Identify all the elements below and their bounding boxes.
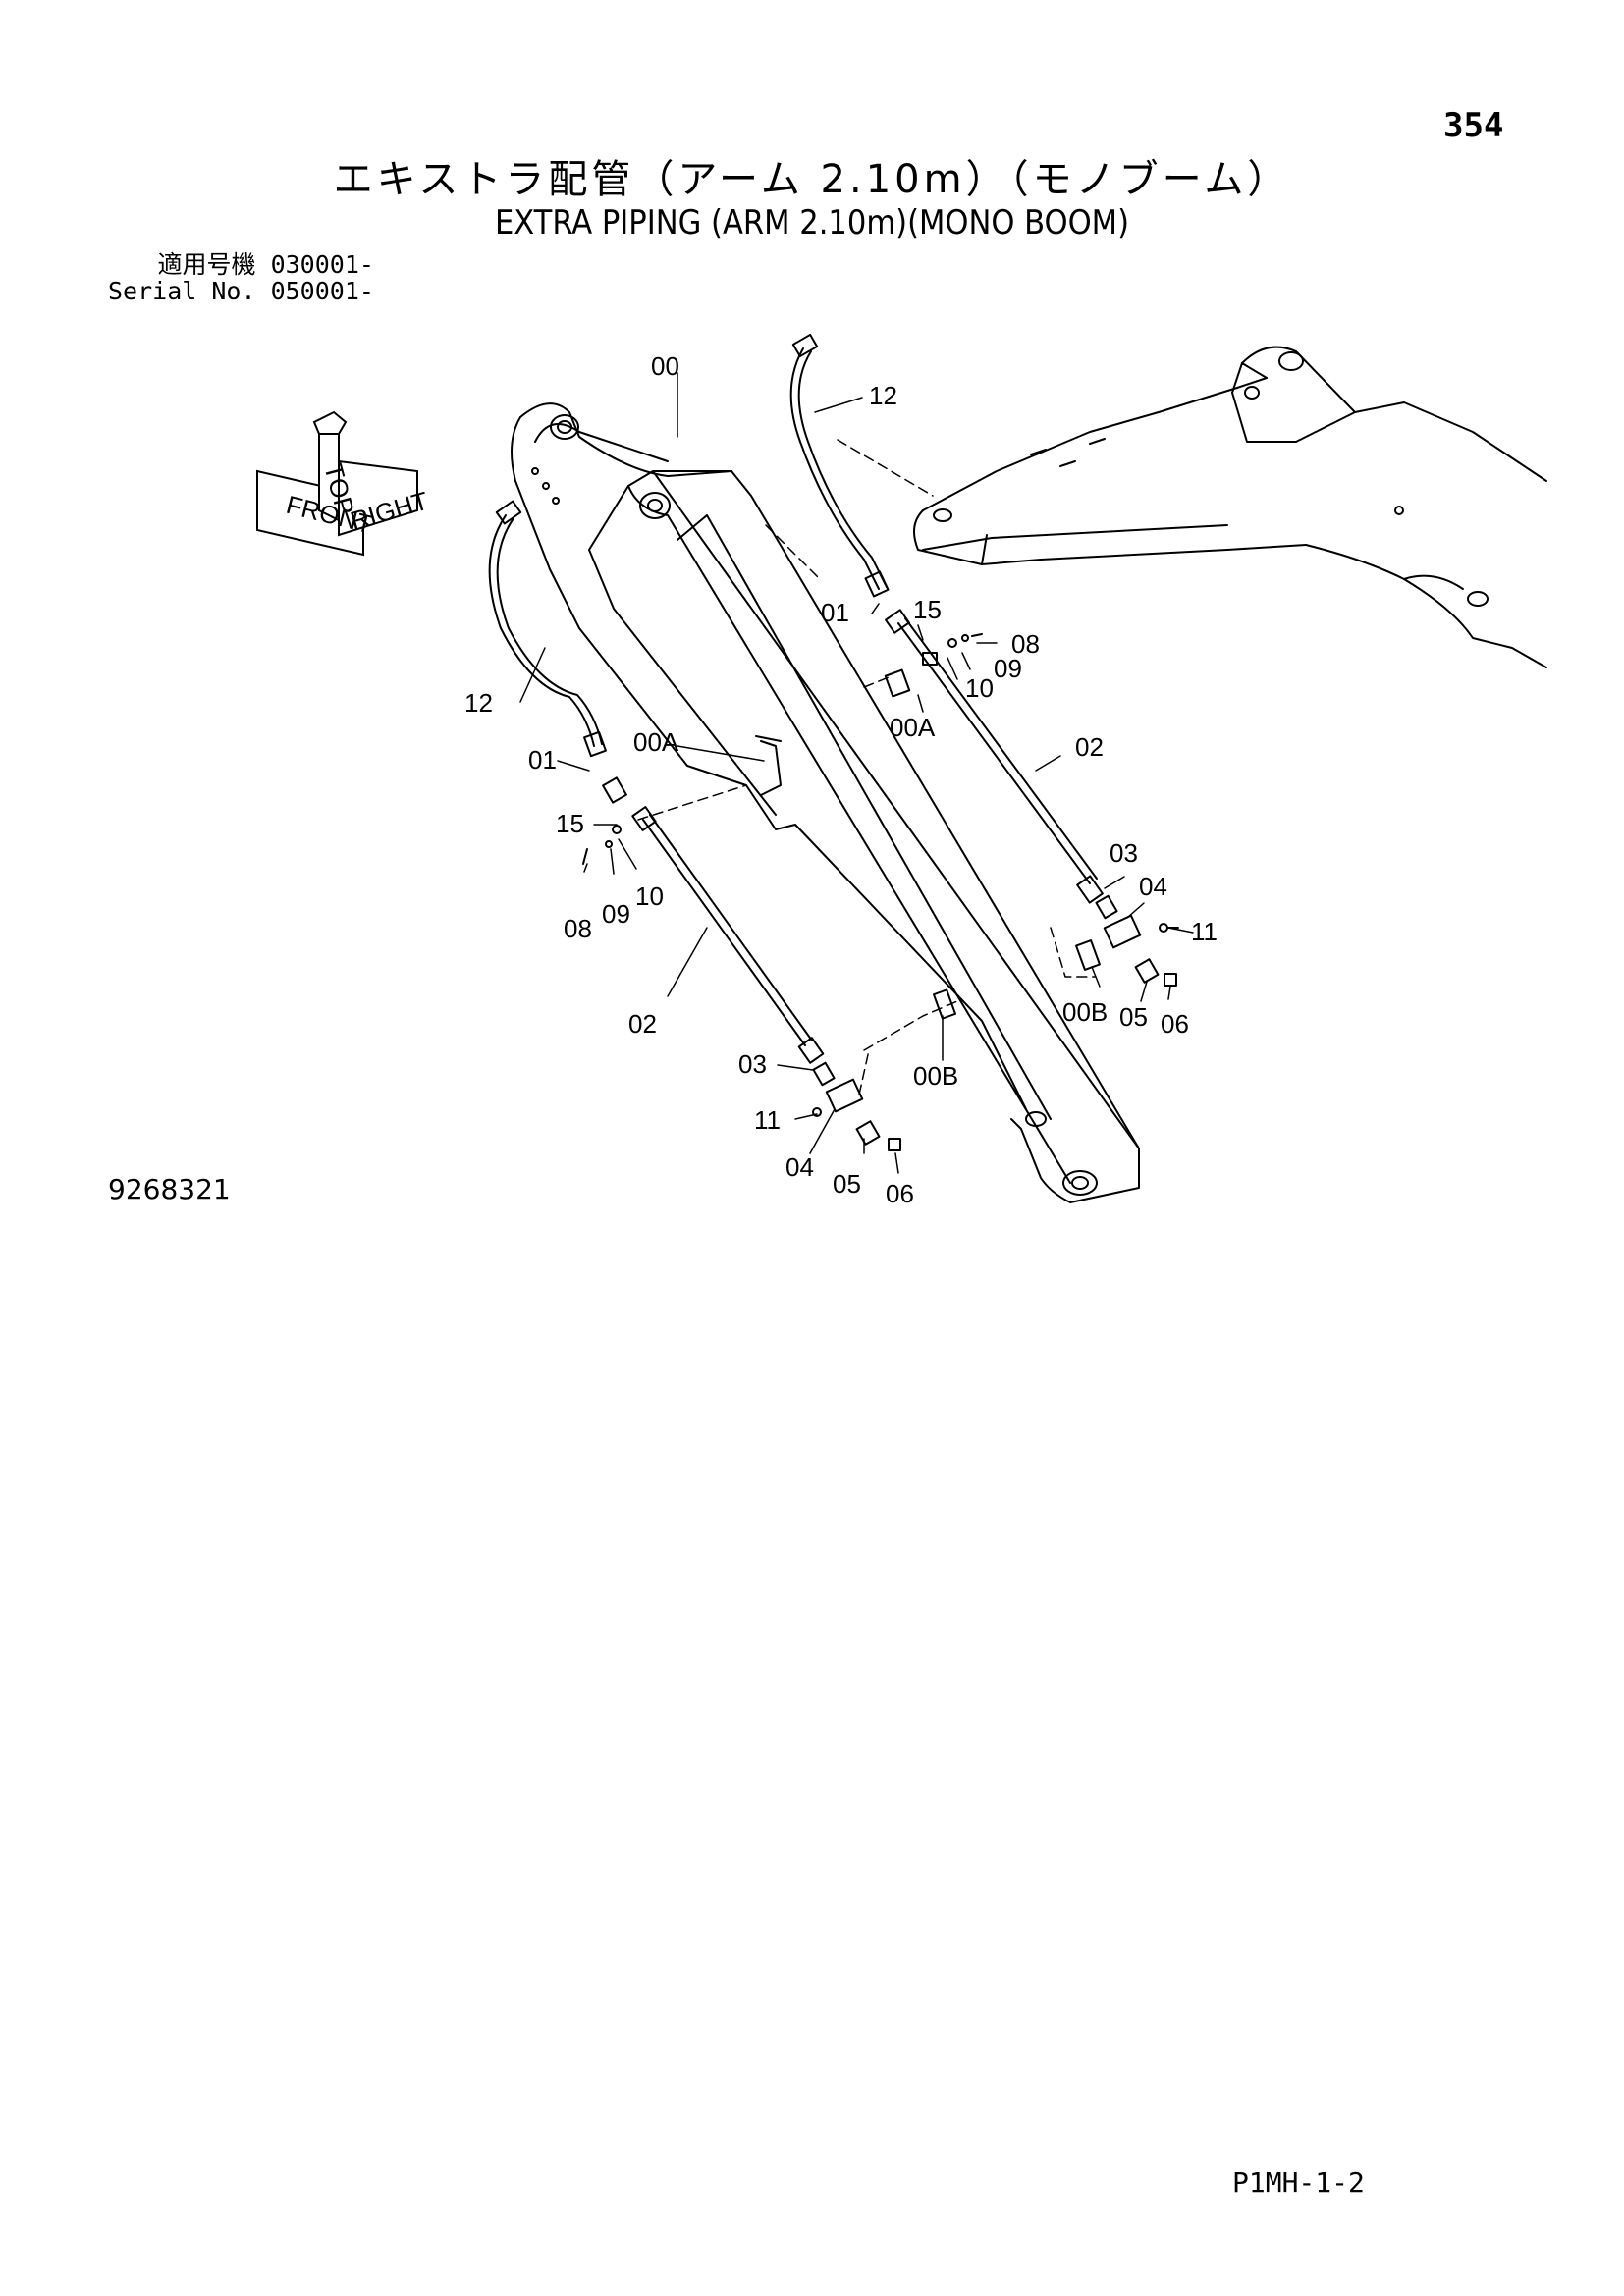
callout-09-right: 09 xyxy=(994,654,1022,683)
page-number: 354 xyxy=(1443,106,1504,145)
callout-11-left: 11 xyxy=(754,1105,781,1135)
callout-01-left: 01 xyxy=(528,745,557,774)
callout-00: 00 xyxy=(651,351,679,381)
callout-00B-right: 00B xyxy=(1062,997,1108,1027)
boom-outline xyxy=(913,346,1547,668)
callout-05-left: 05 xyxy=(833,1169,861,1199)
callout-01-right: 01 xyxy=(821,598,849,627)
hose-left xyxy=(488,500,607,758)
callout-00A-right: 00A xyxy=(890,713,936,742)
arm-outline xyxy=(511,402,1140,1203)
serial-row: Serial No. 050001- xyxy=(108,278,374,304)
serial-block: 適用号機 030001- Serial No. 050001- xyxy=(108,251,374,304)
title-english: EXTRA PIPING (ARM 2.10m)(MONO BOOM) xyxy=(494,203,1130,242)
orientation-indicator: FRONT RIGHT TOP xyxy=(256,410,432,557)
pipe-right xyxy=(884,609,1104,904)
pipe-left xyxy=(582,776,825,1064)
callout-04-left: 04 xyxy=(785,1152,814,1182)
hose-upper-right xyxy=(789,333,890,598)
callout-04-right: 04 xyxy=(1139,872,1167,901)
callout-08-left: 08 xyxy=(564,914,592,943)
serial-label: Serial No. xyxy=(108,277,256,305)
callout-labels: 00 12 01 15 08 09 10 00A 02 03 04 11 00B… xyxy=(464,351,1218,1208)
callout-00A-left: 00A xyxy=(633,727,679,757)
footer-code: P1MH-1-2 xyxy=(1232,2166,1365,2199)
drawing-number: 9268321 xyxy=(108,1173,231,1205)
callout-10-left: 10 xyxy=(635,881,664,911)
callout-11-right: 11 xyxy=(1191,917,1218,946)
callout-09-left: 09 xyxy=(602,899,630,929)
callout-02-right: 02 xyxy=(1075,732,1104,762)
applicable-value: 030001- xyxy=(270,250,374,279)
applicable-label: 適用号機 xyxy=(157,250,256,279)
callout-10-right: 10 xyxy=(965,673,994,703)
callout-12-upper: 12 xyxy=(869,381,897,410)
callout-15-right: 15 xyxy=(913,595,942,624)
callout-15-left: 15 xyxy=(556,809,584,838)
callout-leaders xyxy=(519,372,1194,1174)
fittings-right xyxy=(1075,894,1179,987)
leader-lines xyxy=(637,439,1096,1095)
callout-03-right: 03 xyxy=(1110,838,1138,868)
callout-00B-left: 00B xyxy=(913,1061,958,1091)
title-japanese: エキストラ配管（アーム 2.10m）（モノブーム） xyxy=(333,157,1291,202)
applicable-row: 適用号機 030001- xyxy=(108,251,374,278)
serial-value: 050001- xyxy=(270,277,374,305)
callout-06-right: 06 xyxy=(1161,1009,1189,1039)
callout-12-left: 12 xyxy=(464,688,493,718)
callout-06-left: 06 xyxy=(886,1179,914,1208)
callout-03-left: 03 xyxy=(738,1049,767,1079)
callout-05-right: 05 xyxy=(1119,1002,1148,1032)
callout-08-right: 08 xyxy=(1011,629,1040,659)
callout-02-left: 02 xyxy=(628,1009,657,1039)
fittings-left xyxy=(812,988,957,1151)
